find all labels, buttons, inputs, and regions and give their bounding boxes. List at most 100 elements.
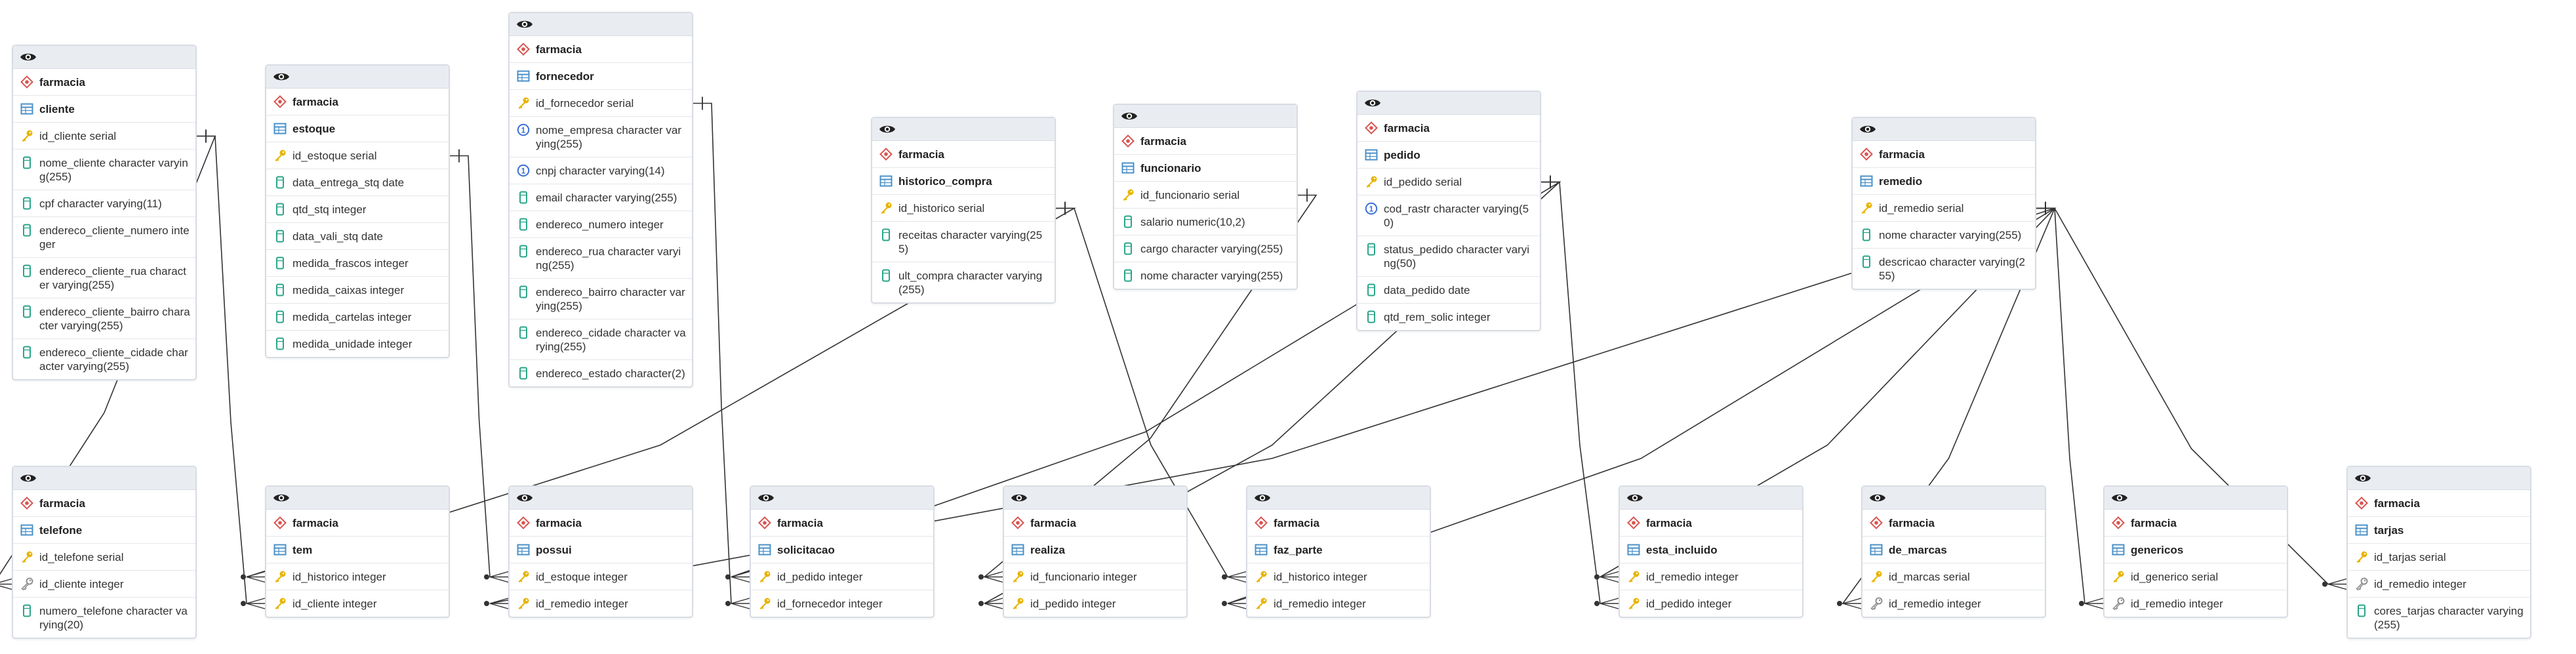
column-row[interactable]: id_remedio integer: [2348, 571, 2530, 598]
column-row[interactable]: id_funcionario serial: [1114, 182, 1297, 209]
column-row[interactable]: cargo character varying(255): [1114, 235, 1297, 262]
column-row[interactable]: id_estoque integer: [510, 563, 692, 590]
column-row[interactable]: id_estoque serial: [266, 142, 449, 169]
eye-icon[interactable]: [2354, 472, 2371, 484]
eye-icon[interactable]: [273, 71, 290, 83]
schema-name[interactable]: farmacia: [266, 89, 449, 115]
column-row[interactable]: id_fornecedor integer: [751, 590, 933, 617]
column-row[interactable]: nome_cliente character varying(255): [13, 150, 195, 190]
column-row[interactable]: endereco_cliente_cidade character varyin…: [13, 339, 195, 379]
column-row[interactable]: email character varying(255): [510, 184, 692, 211]
column-row[interactable]: numero_telefone character varying(20): [13, 598, 195, 638]
eye-icon[interactable]: [1121, 110, 1138, 122]
column-row[interactable]: id_cliente integer: [13, 571, 195, 598]
column-row[interactable]: id_pedido serial: [1358, 169, 1540, 195]
column-row[interactable]: nome character varying(255): [1114, 262, 1297, 289]
column-row[interactable]: medida_caixas integer: [266, 277, 449, 304]
table-name[interactable]: tarjas: [2348, 517, 2530, 544]
table-name[interactable]: solicitacao: [751, 537, 933, 563]
eye-icon[interactable]: [20, 472, 37, 484]
column-row[interactable]: id_remedio integer: [1862, 590, 2045, 617]
schema-name[interactable]: farmacia: [1620, 510, 1802, 537]
eye-icon[interactable]: [757, 492, 775, 504]
table-name[interactable]: tem: [266, 537, 449, 563]
column-row[interactable]: data_vali_stq date: [266, 223, 449, 250]
column-row[interactable]: endereco_cliente_bairro character varyin…: [13, 298, 195, 339]
table-name[interactable]: estoque: [266, 115, 449, 142]
column-row[interactable]: endereco_bairro character varying(255): [510, 279, 692, 319]
eye-icon[interactable]: [20, 51, 37, 63]
table-name[interactable]: faz_parte: [1247, 537, 1430, 563]
table-name[interactable]: historico_compra: [872, 168, 1055, 195]
column-row[interactable]: id_telefone serial: [13, 544, 195, 571]
eye-icon[interactable]: [516, 492, 533, 504]
schema-name[interactable]: farmacia: [2348, 490, 2530, 517]
eye-icon[interactable]: [1859, 123, 1876, 135]
eye-icon[interactable]: [879, 123, 896, 135]
eye-icon[interactable]: [516, 18, 533, 30]
table-name[interactable]: possui: [510, 537, 692, 563]
schema-name[interactable]: farmacia: [2104, 510, 2287, 537]
column-row[interactable]: cores_tarjas character varying(255): [2348, 598, 2530, 638]
column-row[interactable]: id_remedio integer: [1620, 563, 1802, 590]
schema-name[interactable]: farmacia: [1358, 115, 1540, 142]
table-name[interactable]: esta_incluido: [1620, 537, 1802, 563]
column-row[interactable]: id_generico serial: [2104, 563, 2287, 590]
column-row[interactable]: id_remedio integer: [1247, 590, 1430, 617]
schema-name[interactable]: farmacia: [872, 141, 1055, 168]
table-name[interactable]: pedido: [1358, 142, 1540, 169]
schema-name[interactable]: farmacia: [266, 510, 449, 537]
column-row[interactable]: endereco_numero integer: [510, 211, 692, 238]
schema-name[interactable]: farmacia: [1114, 128, 1297, 155]
column-row[interactable]: endereco_cidade character varying(255): [510, 319, 692, 360]
column-row[interactable]: id_historico serial: [872, 195, 1055, 222]
column-row[interactable]: id_pedido integer: [751, 563, 933, 590]
eye-icon[interactable]: [2111, 492, 2128, 504]
column-row[interactable]: endereco_rua character varying(255): [510, 238, 692, 279]
eye-icon[interactable]: [1626, 492, 1643, 504]
eye-icon[interactable]: [273, 492, 290, 504]
schema-name[interactable]: farmacia: [510, 510, 692, 537]
column-row[interactable]: qtd_stq integer: [266, 196, 449, 223]
column-row[interactable]: medida_cartelas integer: [266, 304, 449, 331]
table-name[interactable]: realiza: [1004, 537, 1186, 563]
schema-name[interactable]: farmacia: [1004, 510, 1186, 537]
eye-icon[interactable]: [1869, 492, 1886, 504]
eye-icon[interactable]: [1364, 97, 1381, 109]
column-row[interactable]: id_fornecedor serial: [510, 90, 692, 117]
column-row[interactable]: id_cliente serial: [13, 123, 195, 150]
schema-name[interactable]: farmacia: [751, 510, 933, 537]
column-row[interactable]: id_historico integer: [266, 563, 449, 590]
column-row[interactable]: receitas character varying(255): [872, 222, 1055, 262]
column-row[interactable]: nome character varying(255): [1853, 222, 2035, 249]
schema-name[interactable]: farmacia: [510, 36, 692, 63]
table-name[interactable]: cliente: [13, 96, 195, 123]
column-row[interactable]: descricao character varying(255): [1853, 249, 2035, 289]
column-row[interactable]: endereco_cliente_numero integer: [13, 217, 195, 258]
column-row[interactable]: qtd_rem_solic integer: [1358, 304, 1540, 330]
column-row[interactable]: id_tarjas serial: [2348, 544, 2530, 571]
table-name[interactable]: genericos: [2104, 537, 2287, 563]
column-row[interactable]: id_cliente integer: [266, 590, 449, 617]
column-row[interactable]: id_remedio integer: [2104, 590, 2287, 617]
column-row[interactable]: id_historico integer: [1247, 563, 1430, 590]
schema-name[interactable]: farmacia: [1247, 510, 1430, 537]
eye-icon[interactable]: [1011, 492, 1028, 504]
column-row[interactable]: id_remedio integer: [510, 590, 692, 617]
